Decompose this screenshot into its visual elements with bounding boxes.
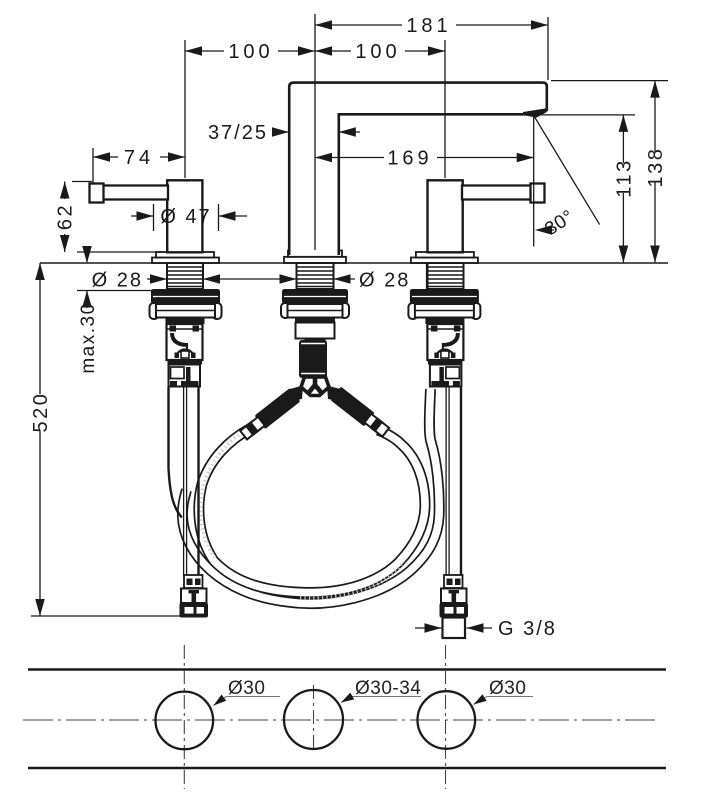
svg-text:113: 113 <box>614 158 636 197</box>
svg-text:181: 181 <box>406 15 451 37</box>
svg-text:Ø 47: Ø 47 <box>160 206 211 228</box>
svg-text:74: 74 <box>124 147 154 169</box>
svg-text:Ø30: Ø30 <box>489 678 526 699</box>
svg-text:Ø30-34: Ø30-34 <box>355 678 421 699</box>
svg-text:100: 100 <box>228 41 273 63</box>
svg-text:Ø30: Ø30 <box>228 678 265 699</box>
svg-text:37/25: 37/25 <box>208 122 268 144</box>
svg-text:100: 100 <box>355 41 400 63</box>
svg-text:Ø 28: Ø 28 <box>359 270 410 292</box>
svg-text:G 3/8: G 3/8 <box>498 618 557 640</box>
svg-text:138: 138 <box>645 147 667 188</box>
svg-text:Ø 28: Ø 28 <box>92 270 143 292</box>
svg-text:62: 62 <box>55 203 77 230</box>
svg-text:169: 169 <box>387 148 432 170</box>
svg-text:max.30: max.30 <box>78 302 99 373</box>
svg-text:520: 520 <box>30 392 52 433</box>
